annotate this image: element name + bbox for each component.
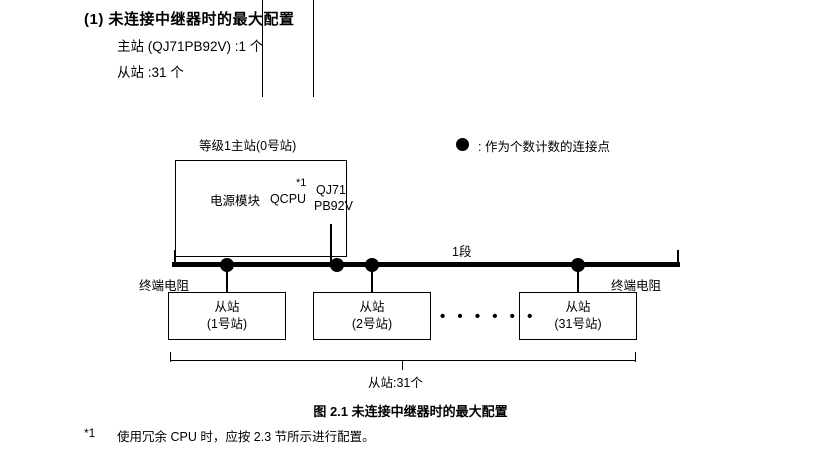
- footnote-mark: *1: [84, 426, 96, 440]
- slave-group-brace-left-end: [170, 352, 172, 362]
- master-count-line: 主站 (QJ71PB92V) :1 个: [117, 39, 264, 54]
- section-heading: (1) 未连接中继器时的最大配置: [84, 11, 295, 28]
- slave-group-brace-right-end: [635, 352, 637, 362]
- slave-station-box: 从站 (2号站): [313, 292, 431, 340]
- master-box-divider-1: [262, 0, 264, 97]
- terminator-left-tick: [174, 250, 176, 264]
- slave-group-label: 从站:31个: [368, 376, 423, 390]
- slave-drop-line: [577, 265, 579, 293]
- slave-station-box: 从站 (1号站): [168, 292, 286, 340]
- master-drop-line: [330, 224, 332, 262]
- slave-station-box: 从站 (31号站): [519, 292, 637, 340]
- slave-station-number: (2号站): [351, 317, 393, 331]
- footnote-marker-1: *1: [296, 177, 307, 189]
- master-box-divider-2: [313, 0, 315, 97]
- terminator-right-label: 终端电阻: [611, 279, 662, 293]
- bus-trunk-line: [172, 262, 680, 267]
- figure-caption: 图 2.1 未连接中继器时的最大配置: [313, 404, 508, 419]
- network-module-label-line1: QJ71: [316, 183, 346, 197]
- network-module-label: QJ71 PB92V: [314, 182, 353, 214]
- slave-station-number: (1号站): [206, 317, 248, 331]
- legend-label: : 作为个数计数的连接点: [478, 140, 610, 154]
- ellipsis-dots: • • • • • •: [440, 308, 537, 325]
- slave-count-line: 从站 :31 个: [117, 65, 184, 80]
- slave-drop-line: [226, 265, 228, 293]
- power-module-label: 电源模块: [209, 194, 260, 208]
- footnote-text: 使用冗余 CPU 时，应按 2.3 节所示进行配置。: [117, 430, 375, 444]
- network-module-label-line2: PB92V: [314, 199, 353, 213]
- slave-station-title: 从站: [214, 300, 240, 314]
- master-station-label: 等级1主站(0号站): [199, 139, 297, 153]
- legend-dot-icon: [456, 138, 469, 151]
- slave-drop-line: [371, 265, 373, 293]
- slave-station-title: 从站: [359, 300, 385, 314]
- terminator-right-tick: [677, 250, 679, 264]
- terminator-left-label: 终端电阻: [139, 279, 190, 293]
- segment-label: 1段: [452, 245, 472, 259]
- slave-group-brace-pointer: [402, 360, 404, 370]
- master-module-box: [175, 160, 347, 257]
- qcpu-label: QCPU: [269, 192, 307, 206]
- slave-station-title: 从站: [565, 300, 591, 314]
- connection-dot-icon: [330, 258, 344, 272]
- slave-station-number: (31号站): [554, 317, 602, 331]
